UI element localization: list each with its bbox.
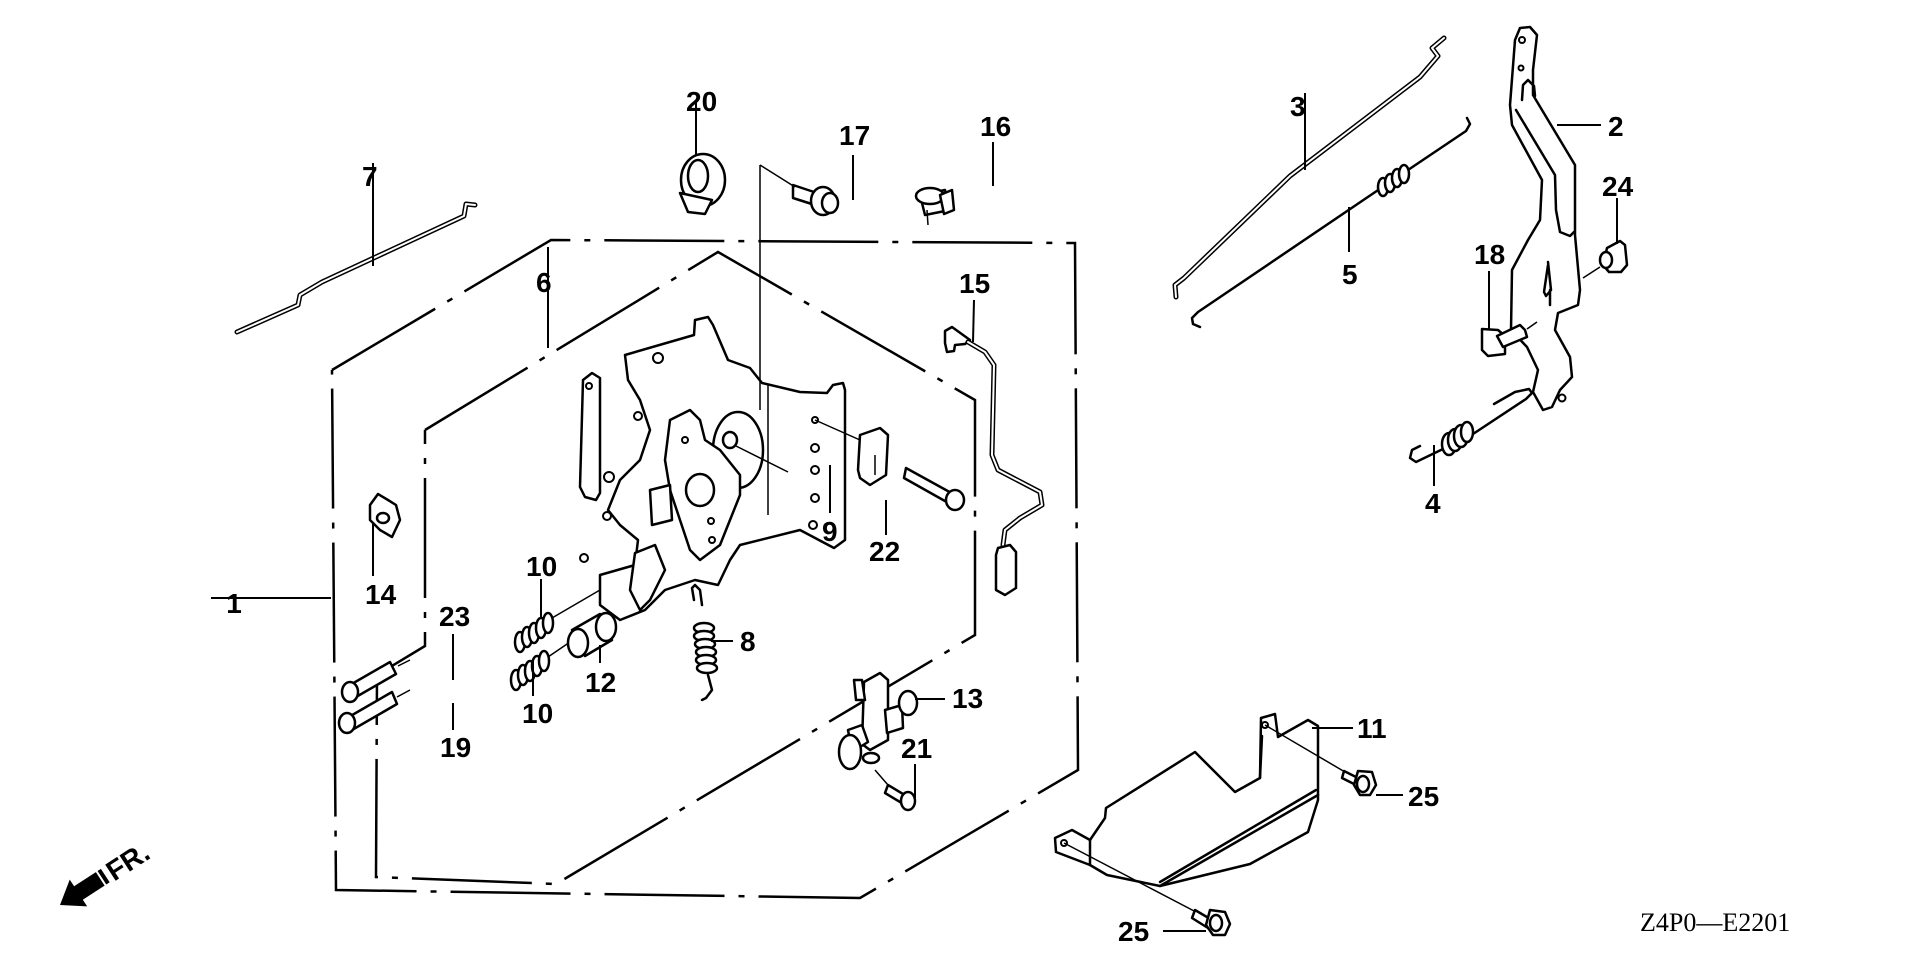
leader-line xyxy=(551,589,601,619)
part-16-clip[interactable] xyxy=(914,186,956,226)
part-13-stop-switch[interactable] xyxy=(837,671,919,771)
part-3-throttle-rod[interactable] xyxy=(1172,35,1447,300)
spring-coil xyxy=(1376,163,1411,198)
label-10-lower[interactable]: 10 xyxy=(522,698,553,729)
label-19[interactable]: 19 xyxy=(440,732,471,763)
part-20-clip[interactable] xyxy=(678,152,727,216)
part-8-return-spring[interactable] xyxy=(690,583,719,702)
label-22[interactable]: 22 xyxy=(869,536,900,567)
leader-line xyxy=(547,641,571,658)
part-22-screw[interactable] xyxy=(902,466,966,512)
part-19-screw-lower[interactable] xyxy=(337,689,411,735)
part-6-control-base[interactable] xyxy=(578,315,847,622)
label-17[interactable]: 17 xyxy=(839,120,870,151)
part-24-nut[interactable] xyxy=(1582,239,1629,279)
diagram-code: Z4P0—E2201 xyxy=(1640,908,1790,937)
label-16[interactable]: 16 xyxy=(980,111,1011,142)
label-24[interactable]: 24 xyxy=(1602,171,1634,202)
label-5[interactable]: 5 xyxy=(1342,259,1358,290)
label-2[interactable]: 2 xyxy=(1608,111,1624,142)
fr-label: FR. xyxy=(100,836,155,887)
part-labels: 7 6 1 20 17 16 15 3 5 2 24 18 4 14 10 10… xyxy=(226,86,1633,947)
label-10-upper[interactable]: 10 xyxy=(526,551,557,582)
part-10-spring-upper[interactable] xyxy=(513,611,555,654)
label-20[interactable]: 20 xyxy=(686,86,717,117)
label-18[interactable]: 18 xyxy=(1474,239,1505,270)
label-25-right[interactable]: 25 xyxy=(1408,781,1439,812)
part-11-control-cover[interactable] xyxy=(1053,712,1320,888)
front-direction-arrow-icon xyxy=(60,872,105,907)
label-23[interactable]: 23 xyxy=(439,601,470,632)
part-18-bolt[interactable] xyxy=(1480,321,1538,358)
part-23-screw-upper[interactable] xyxy=(340,659,411,704)
assembly-6-boundary xyxy=(374,250,977,886)
label-11[interactable]: 11 xyxy=(1357,713,1387,744)
part-4-governor-spring[interactable] xyxy=(1408,387,1534,464)
part-9-clamp[interactable] xyxy=(814,419,890,487)
leader-lines xyxy=(211,93,1618,932)
front-direction-indicator: FR. xyxy=(60,836,155,907)
assembly-1-boundary xyxy=(330,238,1080,900)
label-3[interactable]: 3 xyxy=(1290,91,1306,122)
label-8[interactable]: 8 xyxy=(740,626,756,657)
part-7-choke-rod[interactable] xyxy=(234,201,478,335)
part-25-bolt-right[interactable] xyxy=(1264,724,1378,797)
part-17-bolt[interactable] xyxy=(791,183,840,217)
label-9[interactable]: 9 xyxy=(822,516,838,547)
label-7[interactable]: 7 xyxy=(362,161,378,192)
part-12-collar[interactable] xyxy=(566,611,618,659)
label-15[interactable]: 14 xyxy=(365,579,397,610)
label-25-lower[interactable]: 25 xyxy=(1118,916,1149,947)
spring-coil xyxy=(1440,420,1475,457)
part-10-spring-lower[interactable] xyxy=(509,649,551,692)
part-14-stop-wire[interactable] xyxy=(943,325,1045,597)
label-13[interactable]: 13 xyxy=(952,683,983,714)
label-1[interactable]: 1 xyxy=(226,588,242,619)
part-5-rod-spring[interactable] xyxy=(1190,116,1472,329)
label-14[interactable]: 15 xyxy=(959,268,990,299)
label-4[interactable]: 4 xyxy=(1425,488,1441,519)
label-21[interactable]: 21 xyxy=(901,733,932,764)
part-25-bolt-lower[interactable] xyxy=(1063,842,1232,937)
label-12[interactable]: 12 xyxy=(585,667,616,698)
part-2-control-lever[interactable] xyxy=(1508,25,1582,412)
label-6[interactable]: 6 xyxy=(536,267,552,298)
part-15-clip[interactable] xyxy=(368,492,402,539)
part-21-screw[interactable] xyxy=(874,769,917,812)
